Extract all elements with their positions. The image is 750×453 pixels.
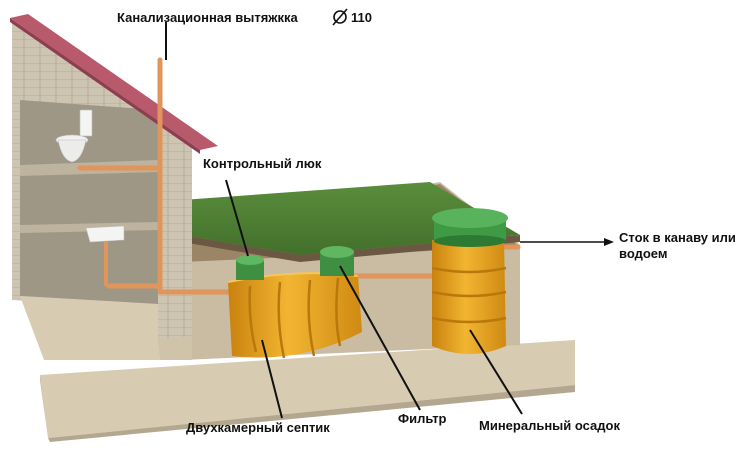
vent-label: Канализационная вытяжкка xyxy=(117,10,298,25)
toilet-icon xyxy=(55,109,93,163)
sink-icon xyxy=(85,225,125,286)
leader-lines xyxy=(165,22,523,419)
vent-diameter-label: 110 xyxy=(351,10,372,25)
filter-label: Фильтр xyxy=(398,411,447,426)
diameter-symbol-icon xyxy=(332,8,348,26)
sewer-pipes xyxy=(77,57,521,295)
septic-label: Двухкамерный септик xyxy=(186,420,330,435)
sediment-well xyxy=(431,208,508,354)
hatch-label: Контрольный люк xyxy=(203,156,322,171)
house xyxy=(10,14,218,360)
control-hatch-lid xyxy=(236,255,264,280)
filter-lid xyxy=(320,246,354,276)
sediment-label: Минеральный осадок xyxy=(479,418,620,433)
right-arrow-icon xyxy=(520,238,614,246)
ground-slab xyxy=(40,340,575,442)
outlet-label: Сток в канаву или водоем xyxy=(619,230,736,261)
